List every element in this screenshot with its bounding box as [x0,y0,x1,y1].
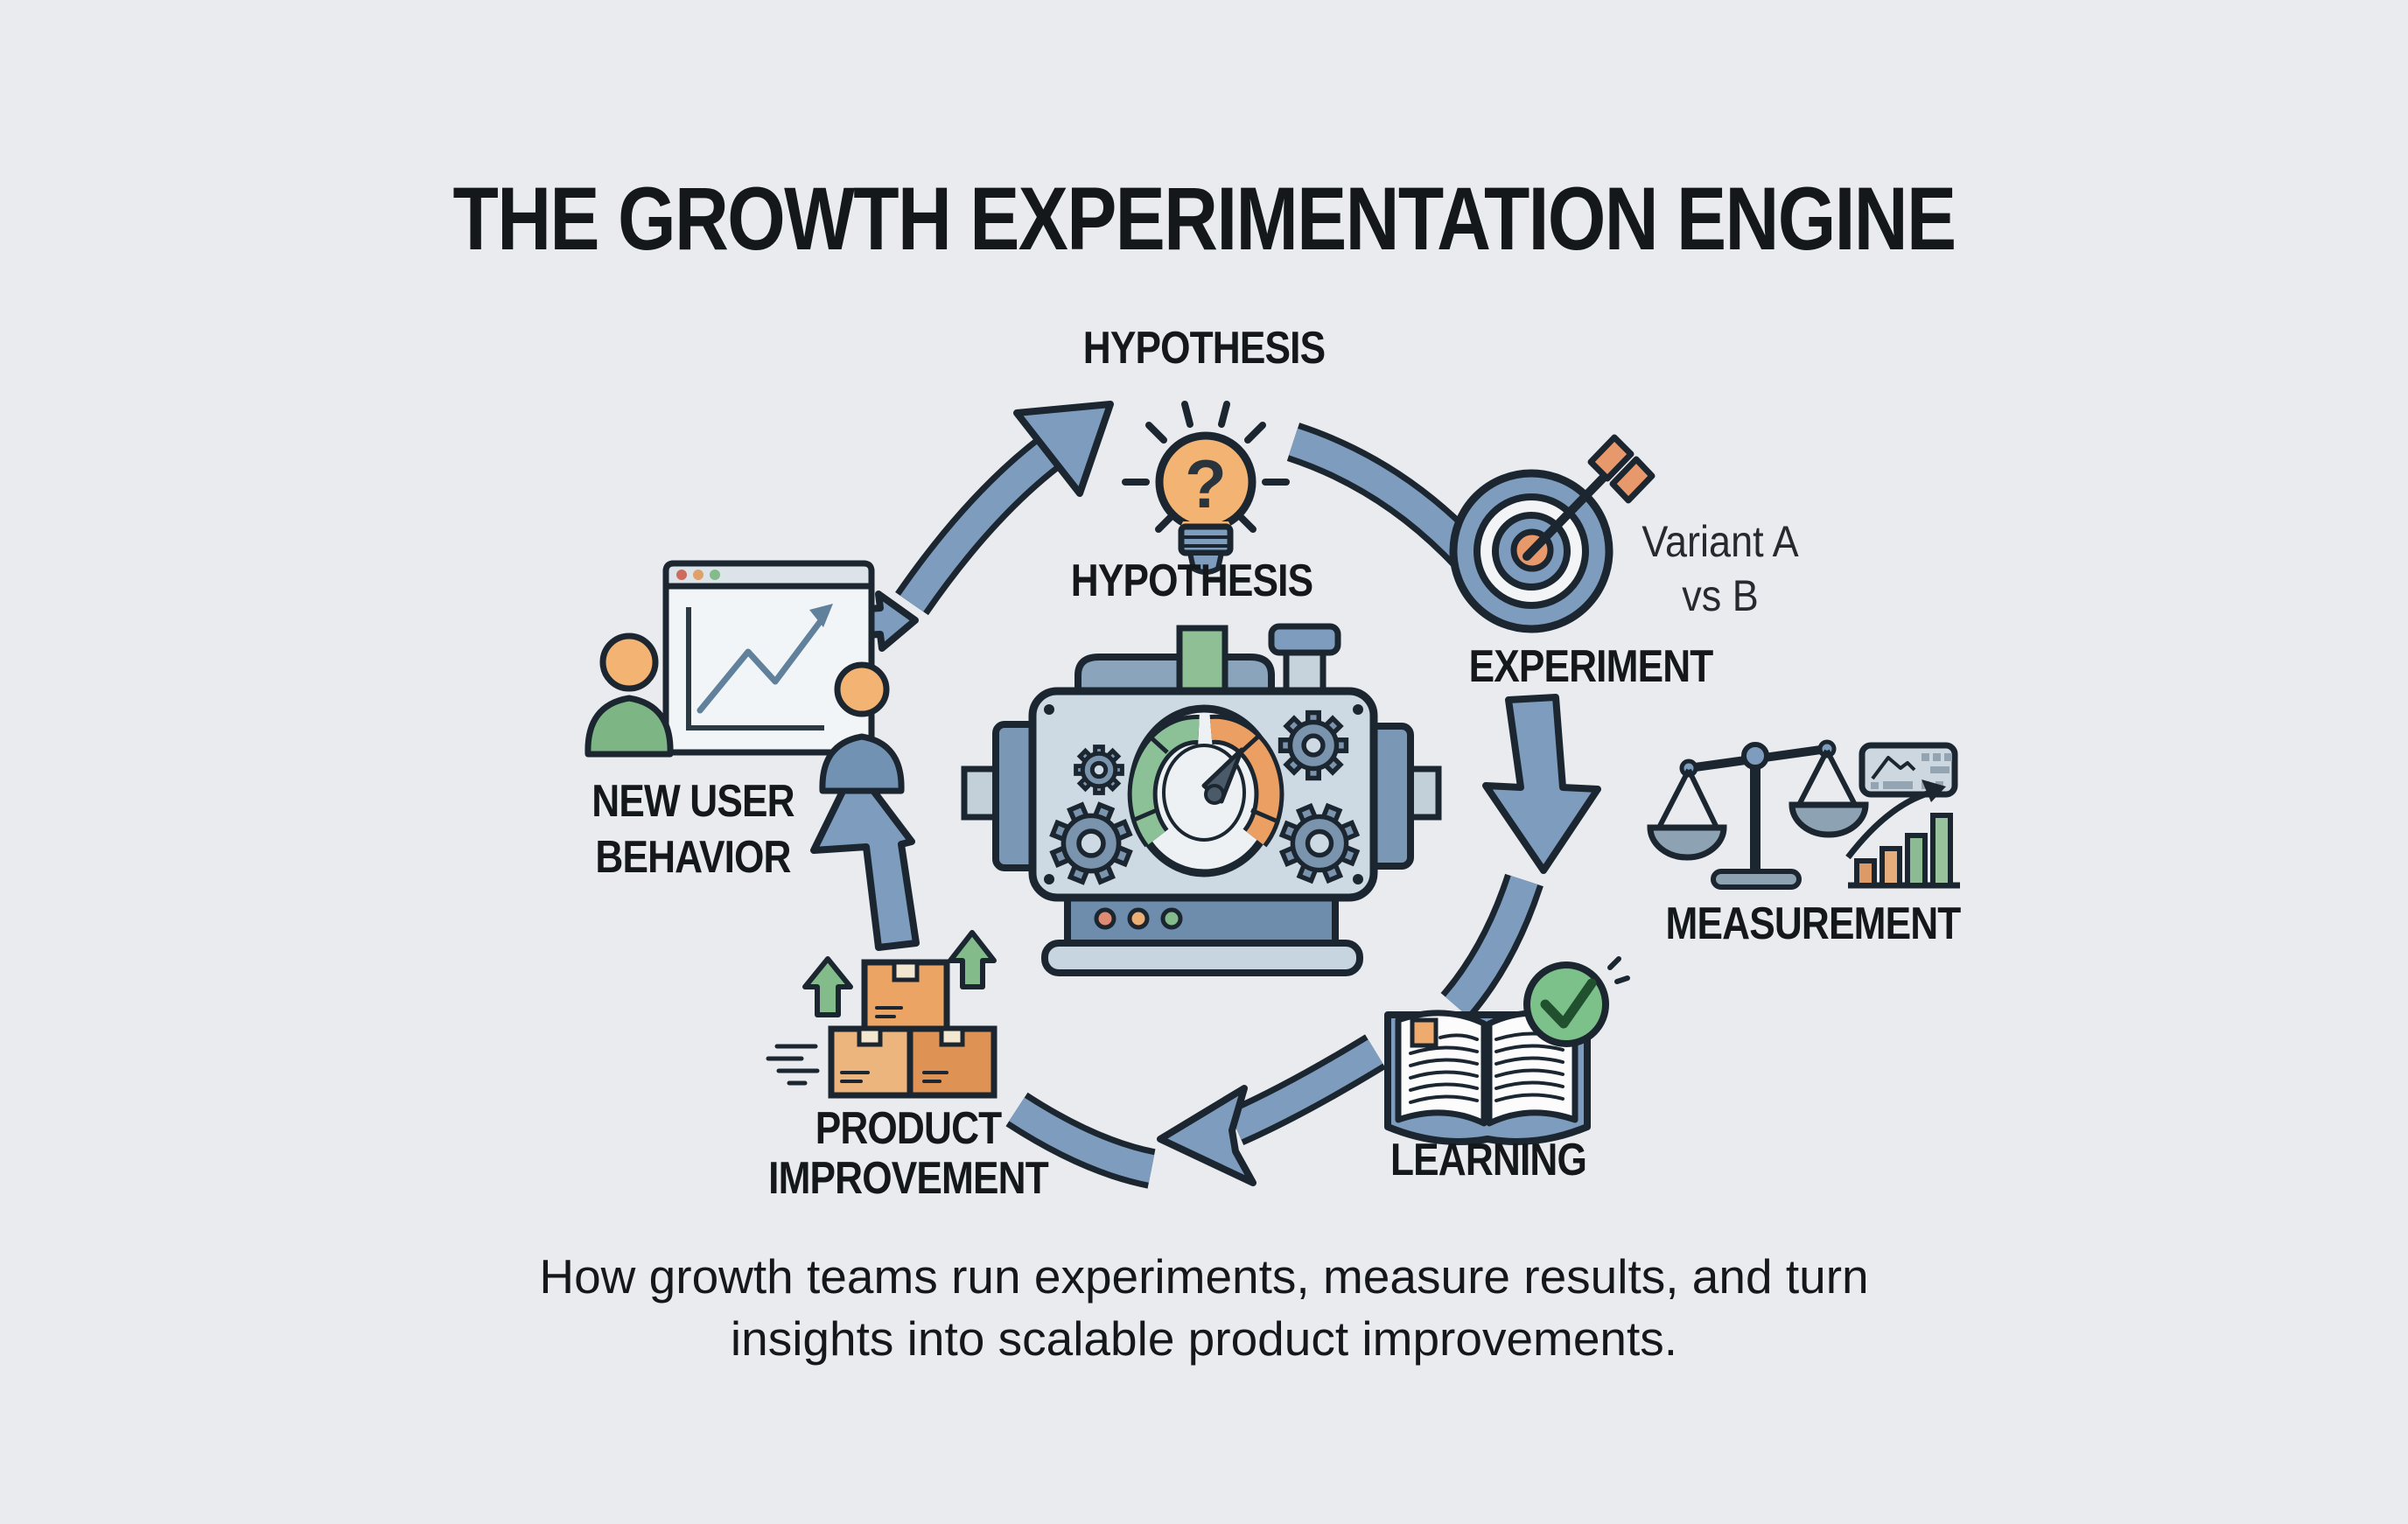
growth-line-arrowhead [809,604,833,627]
arrow-product-to-newuser [810,763,920,951]
speed-lines [766,1044,820,1086]
stage-label-measurement: MEASUREMENT [1665,898,1962,949]
engine-gauge-icon [1127,704,1284,877]
engine-indicator-orange [1127,907,1150,930]
browser-dot-green [710,570,720,580]
up-arrow-green-icon [802,956,853,1017]
engine-screw [1044,874,1054,884]
label-line-1: NEW USER [592,776,794,827]
label-line-1: PRODUCT [815,1103,1002,1154]
experimentation-engine-machine-icon [961,623,1442,976]
up-arrow-green-icon [948,930,997,989]
browser-dot-orange [693,570,704,580]
check-circle-icon [1523,961,1609,1047]
label-line-2: BEHAVIOR [595,832,791,883]
engine-pipe [1283,647,1326,696]
open-book-check-icon [1384,956,1630,1145]
book-image-placeholder [1410,1017,1438,1048]
engine-gears [1049,710,1361,885]
caption-line-2: insights into scalable product improveme… [730,1311,1678,1366]
engine-indicator-green [1160,907,1183,930]
dart-fletching [1609,456,1656,504]
browser-dot-red [676,570,687,580]
analytics-dashboard-icon [1858,742,1958,798]
trend-arrowhead [1922,779,1946,802]
growth-bar-chart-icon [1845,779,1960,889]
lightbulb-rays [1122,401,1290,533]
engine-pipe-cap [1268,623,1341,656]
label-line-2: IMPROVEMENT [768,1153,1049,1204]
dart-shaft [1522,461,1620,561]
question-mark: ? [1185,445,1227,522]
engine-screw [1044,704,1054,715]
arrow-learning-to-product [1005,1034,1386,1189]
engine-indicator-red [1094,907,1116,930]
engine-green-chimney [1176,625,1228,696]
chart-axes [686,607,824,731]
caption-line-1: How growth teams run experiments, measur… [539,1249,1869,1304]
arrow-newuser-to-hypothesis [895,401,1114,616]
stage-label-learning: LEARNING [1390,1135,1587,1185]
browser-window [662,560,875,756]
page-title: THE GROWTH EXPERIMENTATION ENGINE [452,169,1957,269]
user-green-icon [584,633,674,758]
experiment-annotation: Variant A vs B [1642,514,1798,623]
balance-scale-icon [1647,739,1869,890]
engine-top-hump [1074,654,1275,695]
stage-label-hypothesis-top: HYPOTHESIS [1082,323,1326,374]
lightbulb-question-icon: ? [1122,401,1290,575]
target-dart-icon [1449,434,1656,633]
stage-label-experiment: EXPERIMENT [1468,641,1714,692]
engine-screw [1353,874,1363,884]
engine-bottom-plate [1041,940,1363,976]
diagram-caption: How growth teams run experiments, measur… [539,1246,1868,1370]
engine-screw [1353,704,1363,715]
shipping-boxes-icon [766,930,998,1099]
arrow-experiment-to-learning [1440,694,1601,1020]
user-blue-icon [819,661,905,794]
dart-fletching [1587,434,1634,482]
annotation-line-2: vs B [1682,571,1759,620]
analytics-window-users-icon [584,560,905,794]
stage-label-hypothesis: HYPOTHESIS [1070,556,1313,606]
book-text-lines [1409,1031,1564,1104]
annotation-line-1: Variant A [1642,517,1799,566]
growth-line [696,615,826,714]
